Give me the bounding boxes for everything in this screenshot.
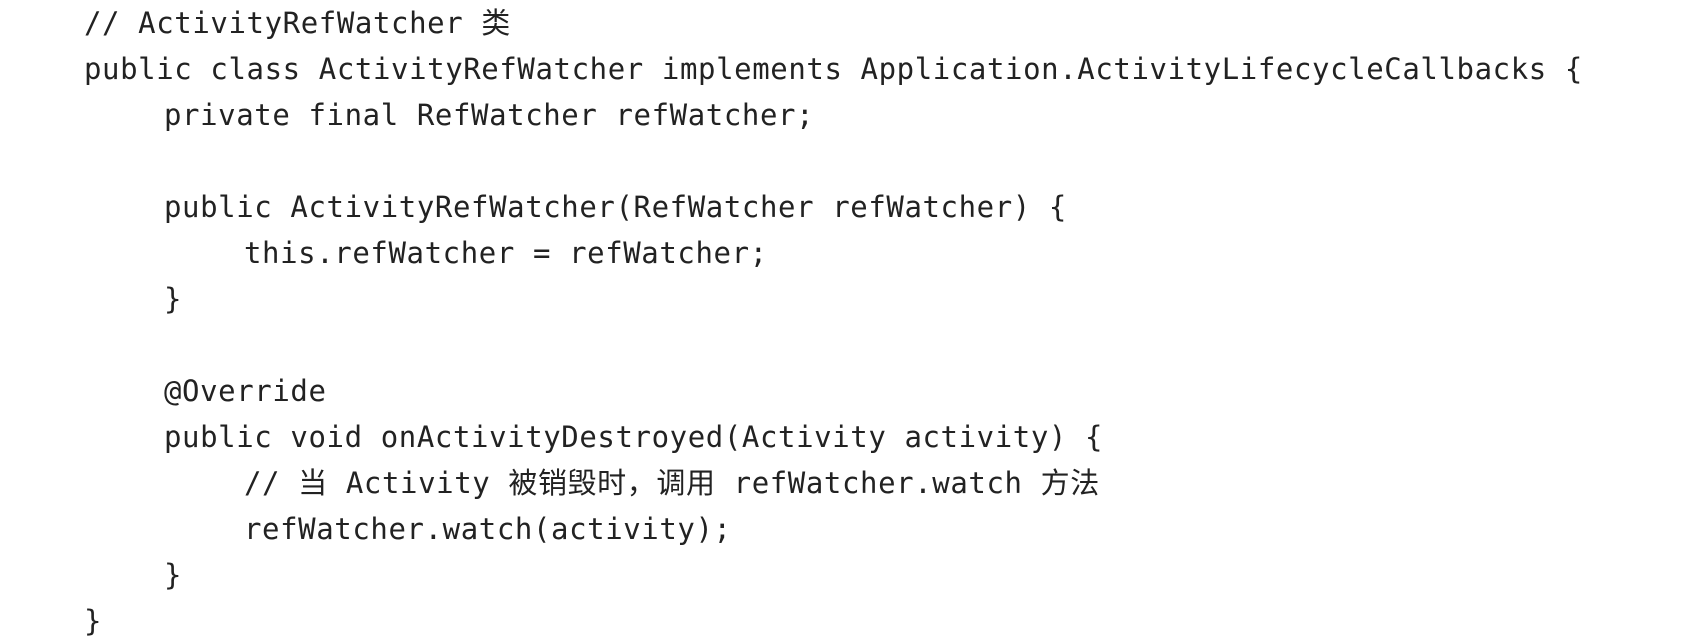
- code-comment-line: // ActivityRefWatcher 类: [84, 6, 511, 40]
- method-close-brace-line: }: [164, 558, 183, 592]
- method-declaration-line: public void onActivityDestroyed(Activity…: [164, 420, 1104, 454]
- method-comment-line: // 当 Activity 被销毁时，调用 refWatcher.watch 方…: [244, 466, 1100, 500]
- code-listing: // ActivityRefWatcher 类 public class Act…: [84, 0, 1583, 644]
- field-declaration-line: private final RefWatcher refWatcher;: [164, 98, 815, 132]
- blank-line: [84, 322, 1583, 368]
- constructor-declaration-line: public ActivityRefWatcher(RefWatcher ref…: [164, 190, 1067, 224]
- constructor-close-brace-line: }: [164, 282, 183, 316]
- annotation-line: @Override: [164, 374, 327, 408]
- class-declaration-line: public class ActivityRefWatcher implemen…: [84, 52, 1583, 86]
- constructor-body-line: this.refWatcher = refWatcher;: [244, 236, 768, 270]
- blank-line: [84, 138, 1583, 184]
- method-body-line: refWatcher.watch(activity);: [244, 512, 732, 546]
- class-close-brace-line: }: [84, 604, 103, 638]
